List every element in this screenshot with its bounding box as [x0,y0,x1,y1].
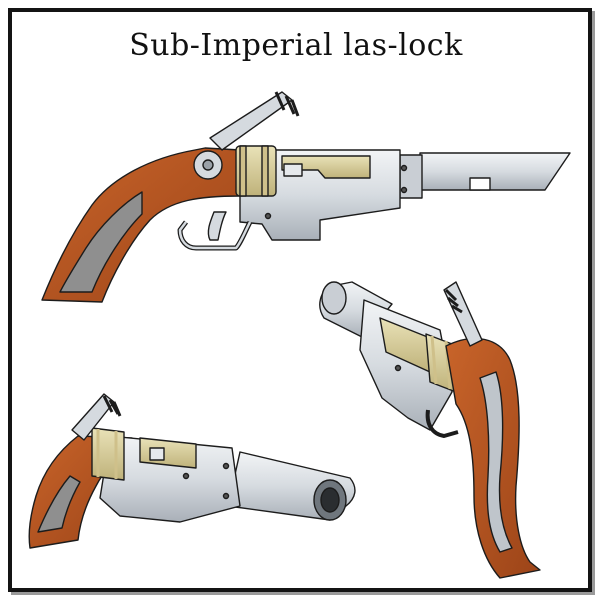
screw [222,462,230,470]
trigger [207,211,227,241]
pistol-rear-three-quarter-view [319,281,541,579]
barrel [419,152,571,191]
grip-inlay [59,191,143,293]
pistol-front-three-quarter-view [28,393,356,549]
hammer-teeth [102,395,122,417]
rear-sight-block [283,163,303,177]
rear-sight-block [149,447,165,461]
brass-plate [281,155,371,179]
trigger-guard [425,409,459,438]
page-title: Sub-Imperial las-lock [129,28,463,63]
brass-plate [139,437,197,469]
screw [394,364,402,372]
grip-inlay [479,371,513,553]
barrel-notch [469,177,491,191]
receiver [99,435,241,523]
hammer-teeth [444,288,463,314]
screw [222,492,230,500]
screw [182,472,190,480]
screw [400,186,408,194]
muzzle [321,281,347,315]
screw [264,212,272,220]
screw [400,164,408,172]
hammer-teeth [274,91,300,117]
grip-inlay [37,475,81,533]
pistol-side-view [41,91,571,303]
